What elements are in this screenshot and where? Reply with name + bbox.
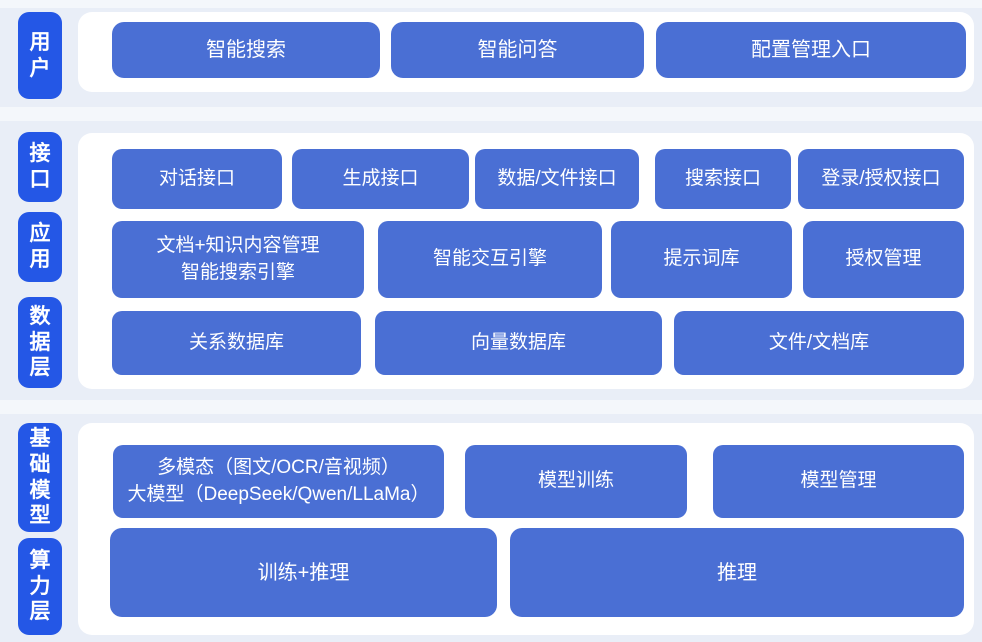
box-dialog-api: 对话接口 <box>112 149 282 209</box>
layer-label-foundation-model: 基 础 模 型 <box>18 423 62 532</box>
box-model-management: 模型管理 <box>713 445 964 518</box>
box-training-inference: 训练+推理 <box>110 528 497 617</box>
layer-label-foundation-model-text: 基 础 模 型 <box>29 427 51 528</box>
layer-label-user: 用 户 <box>18 12 62 99</box>
box-generation-api-label: 生成接口 <box>342 167 419 189</box>
box-smart-search: 智能搜索 <box>112 22 380 78</box>
box-dialog-api-label: 对话接口 <box>158 167 235 189</box>
box-smart-search-label: 智能搜索 <box>206 39 286 61</box>
box-inference-label: 推理 <box>717 561 757 584</box>
box-auth-management: 授权管理 <box>803 221 964 298</box>
box-multimodal-llm: 多模态（图文/OCR/音视频） 大模型（DeepSeek/Qwen/LLaMa） <box>113 445 444 518</box>
box-login-auth-api: 登录/授权接口 <box>798 149 964 209</box>
layer-label-application: 应 用 <box>18 212 62 282</box>
box-auth-management-label: 授权管理 <box>845 248 922 270</box>
box-interaction-engine: 智能交互引擎 <box>378 221 602 298</box>
box-file-doc-store: 文件/文档库 <box>674 311 964 375</box>
box-training-inference-label: 训练+推理 <box>257 561 350 584</box>
box-inference: 推理 <box>510 528 964 617</box>
box-model-training: 模型训练 <box>465 445 687 518</box>
layer-label-data-layer-text: 数 据 层 <box>29 305 51 380</box>
box-generation-api: 生成接口 <box>292 149 469 209</box>
box-relational-db: 关系数据库 <box>112 311 361 375</box>
box-model-training-label: 模型训练 <box>537 470 614 492</box>
box-data-file-api: 数据/文件接口 <box>475 149 639 209</box>
box-doc-knowledge-search-engine: 文档+知识内容管理 智能搜索引擎 <box>112 221 364 298</box>
box-prompt-library-label: 提示词库 <box>663 248 740 270</box>
layer-label-user-text: 用 户 <box>29 30 51 80</box>
layer-label-compute-layer: 算 力 层 <box>18 538 62 635</box>
box-interaction-engine-label: 智能交互引擎 <box>432 248 547 270</box>
box-multimodal-llm-line2: 大模型（DeepSeek/Qwen/LLaMa） <box>127 483 430 505</box>
box-data-file-api-label: 数据/文件接口 <box>497 167 617 189</box>
box-login-auth-api-label: 登录/授权接口 <box>821 167 941 189</box>
box-search-api-label: 搜索接口 <box>684 167 761 189</box>
box-doc-knowledge-search-engine-line2: 智能搜索引擎 <box>180 261 295 283</box>
box-search-api: 搜索接口 <box>655 149 791 209</box>
box-smart-qa-label: 智能问答 <box>477 39 558 61</box>
box-vector-db-label: 向量数据库 <box>470 331 566 353</box>
box-file-doc-store-label: 文件/文档库 <box>768 331 870 353</box>
layer-label-compute-layer-text: 算 力 层 <box>29 549 51 624</box>
layer-label-interface: 接 口 <box>18 132 62 202</box>
box-model-management-label: 模型管理 <box>800 470 877 492</box>
box-prompt-library: 提示词库 <box>611 221 792 298</box>
layer-label-data-layer: 数 据 层 <box>18 297 62 388</box>
box-config-management-entry: 配置管理入口 <box>656 22 966 78</box>
box-vector-db: 向量数据库 <box>375 311 662 375</box>
layer-label-interface-text: 接 口 <box>29 142 51 191</box>
box-relational-db-label: 关系数据库 <box>188 331 284 353</box>
box-doc-knowledge-search-engine-line1: 文档+知识内容管理 <box>156 234 320 256</box>
box-smart-qa: 智能问答 <box>391 22 644 78</box>
layer-label-application-text: 应 用 <box>29 222 51 271</box>
box-config-management-entry-label: 配置管理入口 <box>751 39 871 61</box>
box-multimodal-llm-line1: 多模态（图文/OCR/音视频） <box>157 456 400 478</box>
